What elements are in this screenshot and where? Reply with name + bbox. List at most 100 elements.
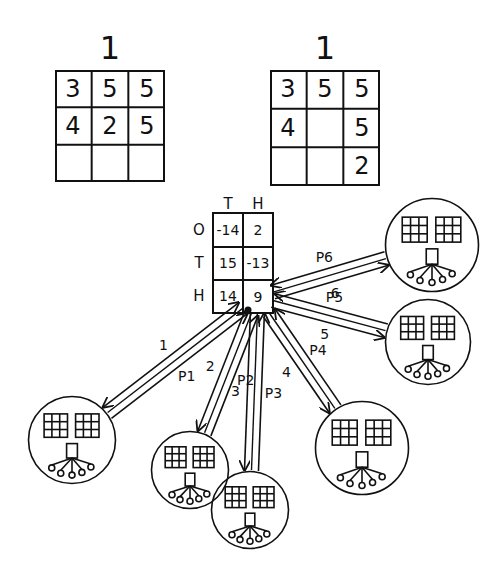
robot-leg — [249, 526, 251, 538]
mini-grid — [366, 420, 391, 445]
table-entry: -13 — [247, 256, 270, 270]
player-group — [316, 402, 409, 495]
mini-grid-rule — [443, 217, 445, 242]
player-outline — [384, 298, 472, 386]
robot-foot — [440, 277, 446, 283]
mini-grid-rule — [76, 429, 99, 431]
player-circle-node — [150, 430, 230, 510]
board-heading: 1 — [100, 32, 120, 64]
hub-dot — [245, 307, 252, 314]
grid-number: 3 — [280, 77, 295, 101]
mini-grid-rule — [253, 493, 274, 495]
mini-grid — [193, 447, 214, 468]
message-arrow — [111, 314, 247, 419]
robot-body — [423, 346, 434, 360]
robot-foot — [443, 365, 449, 371]
mini-grid-rule — [51, 414, 53, 437]
mini-grid — [432, 316, 455, 339]
mini-grid-rule — [340, 420, 342, 445]
robot-leg — [71, 458, 73, 472]
robot-foot — [204, 491, 210, 497]
table-entry: H — [193, 289, 204, 304]
robot-leg — [250, 526, 267, 531]
player-group — [386, 199, 479, 292]
robot-leg — [72, 458, 91, 464]
grid-number: 5 — [354, 116, 369, 140]
player-group — [212, 472, 289, 549]
table-entry: O — [193, 223, 205, 238]
edge-label: P3 — [265, 386, 282, 400]
robot-foot — [247, 538, 253, 544]
player-circle — [152, 432, 229, 509]
mini-grid — [332, 420, 357, 445]
player-circle-node — [210, 470, 290, 550]
mini-grid-rule — [432, 323, 455, 325]
mini-grid — [253, 487, 274, 508]
mini-grid-rule — [231, 487, 233, 508]
grid-outline — [56, 71, 164, 181]
robot-foot — [177, 497, 183, 503]
robot-foot — [264, 531, 270, 537]
mini-grid — [436, 217, 461, 242]
mini-grid-rule — [199, 447, 201, 468]
grid-number: 2 — [102, 114, 117, 138]
mini-grid — [225, 487, 246, 508]
robot-foot — [237, 537, 243, 543]
edge-label: 5 — [320, 327, 329, 341]
table-entry: 2 — [254, 223, 263, 237]
grid-rule — [271, 146, 379, 148]
payoff-value: 9 — [254, 290, 263, 304]
grid-number: 2 — [354, 154, 369, 178]
message-arrow — [244, 313, 250, 471]
mini-grid-rule — [83, 414, 85, 437]
table-entry: 14 — [219, 289, 237, 303]
grid-rule — [56, 144, 164, 146]
robot-body — [426, 249, 438, 264]
edge-label: P1 — [178, 369, 195, 383]
mini-grid-rule — [253, 500, 274, 502]
mini-grid-rule — [408, 316, 410, 339]
player-group — [386, 300, 471, 385]
mini-grid-rule — [178, 447, 180, 468]
robot-foot — [58, 470, 64, 476]
message-arrow — [211, 316, 258, 436]
mini-grid-rule — [373, 420, 375, 445]
mini-grid-rule — [402, 233, 427, 235]
robot-foot — [169, 492, 175, 498]
robot-foot — [435, 371, 441, 377]
grid-number: 5 — [354, 77, 369, 101]
mini-grid-rule — [332, 436, 357, 438]
mini-grid-rule — [402, 225, 427, 227]
mini-grid-rule — [410, 217, 412, 242]
robot-leg — [61, 458, 72, 470]
grid-group — [56, 71, 164, 181]
grid-number: 5 — [102, 77, 117, 101]
mini-grid-rule — [418, 217, 420, 242]
mini-grid-rule — [452, 217, 454, 242]
mini-grid-rule — [165, 453, 186, 455]
mini-grid — [76, 414, 99, 437]
edge-label: 1 — [159, 338, 168, 352]
player-outline — [210, 470, 290, 550]
player-circle-node — [384, 298, 472, 386]
message-arrow — [264, 317, 330, 413]
robot-foot — [337, 475, 343, 481]
robot-foot — [379, 474, 385, 480]
grid-number: 3 — [65, 77, 80, 101]
mini-grid-rule — [382, 420, 384, 445]
grid-number: 4 — [65, 114, 80, 138]
message-arrow — [198, 310, 245, 430]
robot-leg — [189, 486, 191, 498]
edge-label: P6 — [316, 250, 333, 264]
player-circle-node — [314, 400, 410, 496]
robot-foot — [196, 496, 202, 502]
robot-foot — [256, 536, 262, 542]
robot-foot — [429, 279, 435, 285]
robot-foot — [359, 482, 365, 488]
mini-grid-rule — [44, 421, 67, 423]
mini-grid-rule — [193, 460, 214, 462]
mini-grid-rule — [366, 428, 391, 430]
robot-foot — [49, 465, 55, 471]
grid-rule — [127, 71, 129, 181]
